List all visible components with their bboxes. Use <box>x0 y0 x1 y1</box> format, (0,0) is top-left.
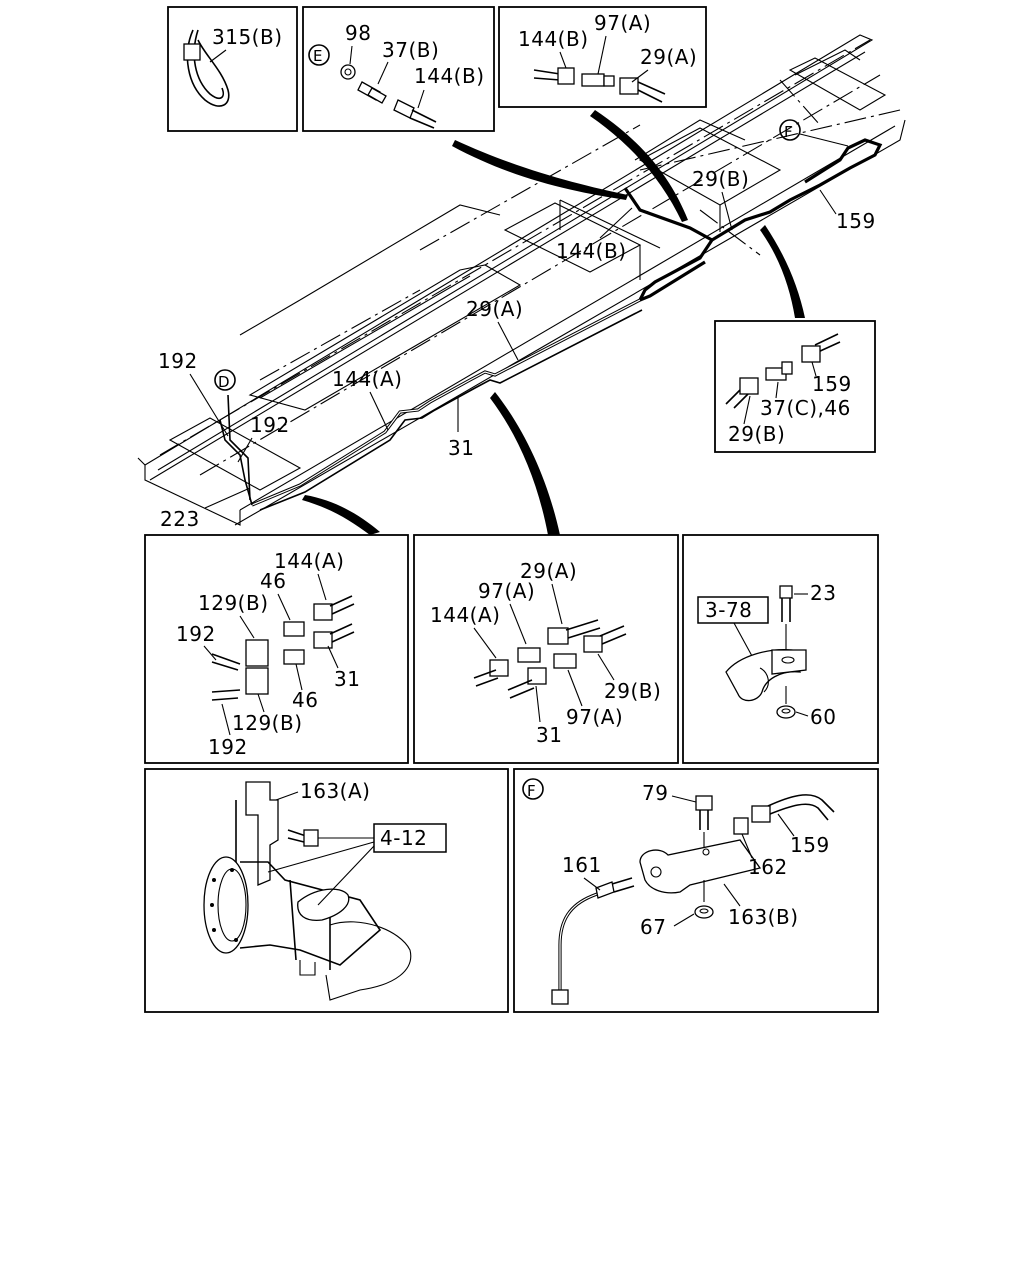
marker-f-label: F <box>784 123 793 141</box>
callout-d2-29b: 29(B) <box>604 679 661 703</box>
callout-29a-1: 29(A) <box>640 45 697 69</box>
detail-box-161: F 79 159 161 162 163(B) 67 <box>513 768 879 1013</box>
callout-d1-192-a: 192 <box>176 622 216 646</box>
callout-29b-det: 29(B) <box>728 422 785 446</box>
callout-d2-29a: 29(A) <box>520 559 577 583</box>
callout-d1-192-b: 192 <box>208 735 248 759</box>
main-callouts: 29(B) 159 144(B) 29(A) 192 144(A) 192 31… <box>158 119 876 531</box>
marker-f2: F <box>522 778 544 800</box>
ref-3-78: 3-78 <box>705 598 752 622</box>
callout-d3-23: 23 <box>810 581 836 605</box>
callout-159-det: 159 <box>812 372 852 396</box>
marker-d-label: D <box>218 373 230 391</box>
callout-d1-31: 31 <box>334 667 360 691</box>
callout-31-main: 31 <box>448 436 474 460</box>
callout-159-main: 159 <box>836 209 876 233</box>
frame-assembly <box>137 34 906 526</box>
detail-box-144b: 144(B) 97(A) 29(A) <box>498 6 707 108</box>
callout-d2-97a-a: 97(A) <box>478 579 535 603</box>
marker-e: E <box>308 44 330 66</box>
detail-box-163a: 163(A) 4-12 <box>144 768 509 1013</box>
callout-d5-162: 162 <box>748 855 788 879</box>
callout-144b-2: 144(B) <box>518 27 589 51</box>
callout-223: 223 <box>160 507 200 531</box>
callout-d1-129b-b: 129(B) <box>232 711 303 735</box>
detail-box-159: 159 37(C),46 29(B) <box>714 320 876 453</box>
callout-97a-1: 97(A) <box>594 11 651 35</box>
callout-d2-31: 31 <box>536 723 562 747</box>
marker-f2-label: F <box>527 782 536 800</box>
callout-d1-46b: 46 <box>292 688 318 712</box>
callout-d5-161: 161 <box>562 853 602 877</box>
detail-fans <box>302 110 805 535</box>
callout-d2-97a-b: 97(A) <box>566 705 623 729</box>
callout-d5-67: 67 <box>640 915 666 939</box>
detail-box-192: 144(A) 46 129(B) 192 31 46 129(B) 192 <box>144 534 409 764</box>
callout-d1-144a: 144(A) <box>274 549 344 573</box>
detail-box-97a: 29(A) 97(A) 144(A) 29(B) 97(A) 31 <box>413 534 679 764</box>
ref-4-12: 4-12 <box>380 826 427 850</box>
callout-144b-main: 144(B) <box>556 239 627 263</box>
marker-f: F <box>779 119 849 147</box>
callout-d5-163b: 163(B) <box>728 905 799 929</box>
callout-d1-129b-a: 129(B) <box>198 591 269 615</box>
callout-144a-main: 144(A) <box>332 367 402 391</box>
callout-d4-163a: 163(A) <box>300 779 370 803</box>
callout-192-b: 192 <box>250 413 290 437</box>
callout-d2-144a: 144(A) <box>430 603 500 627</box>
callout-d5-79: 79 <box>642 781 668 805</box>
callout-d1-46a: 46 <box>260 569 286 593</box>
callout-29b-main: 29(B) <box>692 167 749 191</box>
detail-box-98: E 98 37(B) 144(B) <box>302 6 495 132</box>
callout-37c-46: 37(C),46 <box>760 396 851 420</box>
brake-pipe-run <box>219 138 883 511</box>
callout-144b-1: 144(B) <box>414 64 485 88</box>
detail-box-315b: 315(B) <box>167 6 298 132</box>
callout-98: 98 <box>345 21 371 45</box>
callout-315b: 315(B) <box>212 25 283 49</box>
marker-e-label: E <box>313 47 323 65</box>
callout-29a-main: 29(A) <box>466 297 523 321</box>
marker-d: D <box>214 369 236 391</box>
callout-d5-159: 159 <box>790 833 830 857</box>
callout-d3-60: 60 <box>810 705 836 729</box>
callout-192-a: 192 <box>158 349 198 373</box>
detail-box-3-78: 3-78 23 60 <box>682 534 879 764</box>
callout-37b: 37(B) <box>382 38 439 62</box>
